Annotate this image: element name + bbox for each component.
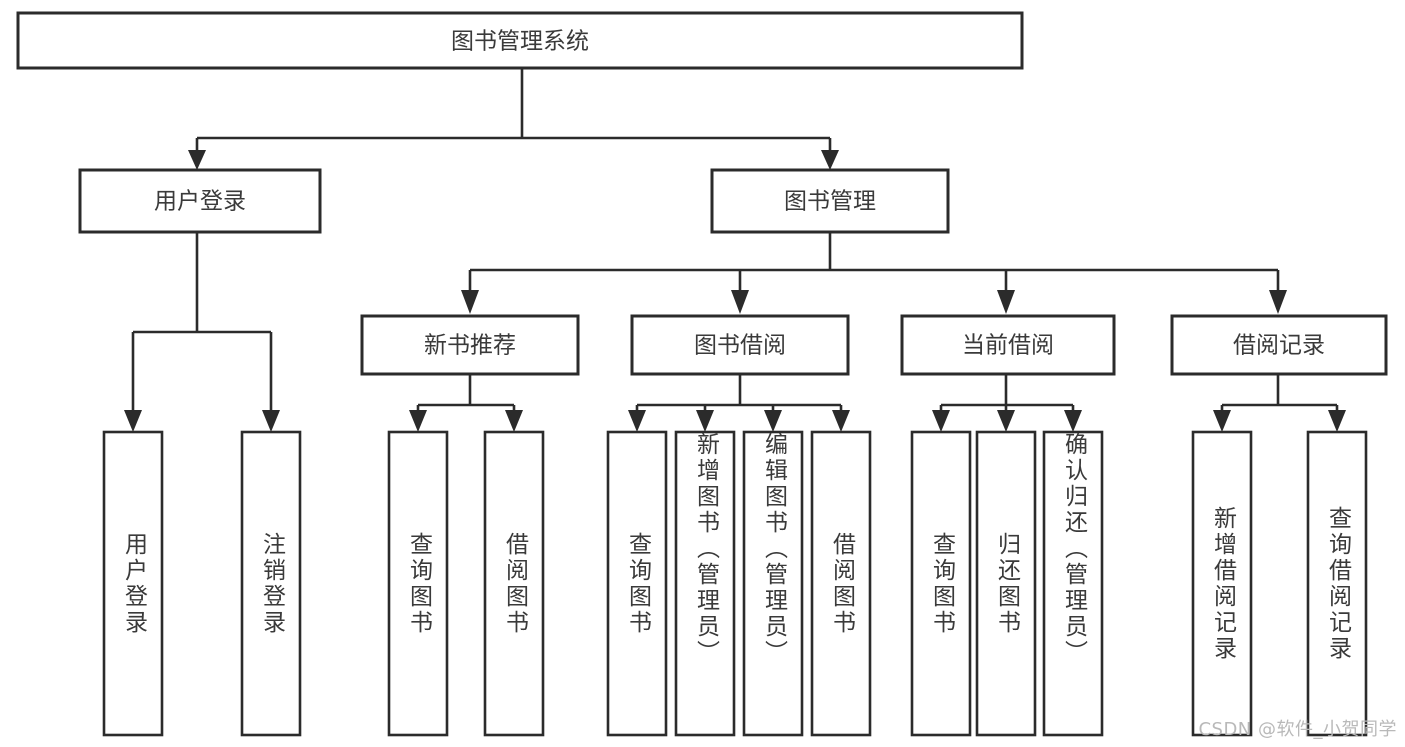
arrow-current-to-leaf-2 — [997, 410, 1015, 432]
arrow-user-login-to-leaf-2 — [262, 410, 280, 432]
leaf-box-borrow-3[interactable] — [742, 430, 804, 737]
connector-group-new-book — [409, 374, 523, 432]
connector-group-book-mgmt — [461, 232, 1287, 314]
leaf-box-borrow-4[interactable] — [810, 430, 872, 737]
leaf-boxes-records — [1191, 430, 1368, 737]
node-current-borrow-label: 当前借阅 — [962, 333, 1054, 359]
leaf-box-borrow-2[interactable] — [674, 430, 736, 737]
connector-group-borrow — [628, 374, 850, 432]
arrow-current-to-leaf-1 — [932, 410, 950, 432]
node-borrow-records-label: 借阅记录 — [1233, 333, 1325, 359]
leaf-boxes-borrow — [606, 430, 872, 737]
node-book-management-label: 图书管理 — [784, 189, 876, 215]
arrow-book-mgmt-to-current — [997, 290, 1015, 314]
node-borrow-records-box[interactable] — [1170, 314, 1388, 376]
arrow-borrow-to-leaf-3 — [764, 410, 782, 432]
connector-group-user-login — [124, 232, 280, 432]
leaf-box-current-1[interactable] — [910, 430, 972, 737]
arrow-user-login-to-leaf-1 — [124, 410, 142, 432]
node-book-management[interactable]: 图书管理 — [710, 168, 950, 234]
connector-group-records — [1213, 374, 1346, 432]
leaf-boxes-new-book — [387, 430, 545, 737]
leaf-box-user-login-1[interactable] — [102, 430, 164, 737]
node-new-book-recommend-box[interactable] — [360, 314, 580, 376]
leaf-box-new-book-1[interactable] — [387, 430, 449, 737]
leaf-box-current-2[interactable] — [975, 430, 1037, 737]
arrow-borrow-to-leaf-2 — [696, 410, 714, 432]
node-book-borrow-box[interactable] — [630, 314, 850, 376]
leaf-box-records-1[interactable] — [1191, 430, 1253, 737]
node-book-management-box[interactable] — [710, 168, 950, 234]
leaf-box-borrow-1[interactable] — [606, 430, 668, 737]
leaf-box-new-book-2[interactable] — [483, 430, 545, 737]
leaf-boxes-current — [910, 430, 1104, 737]
arrow-book-mgmt-to-new-book — [461, 290, 479, 314]
arrow-new-book-to-leaf-1 — [409, 410, 427, 432]
node-root-box[interactable] — [16, 11, 1024, 70]
arrow-root-to-book-mgmt — [821, 150, 839, 170]
csdn-watermark: CSDN @软件_小贺同学 — [1198, 719, 1397, 740]
arrow-book-mgmt-to-records — [1269, 290, 1287, 314]
leaf-box-current-3[interactable] — [1042, 430, 1104, 737]
arrow-borrow-to-leaf-4 — [832, 410, 850, 432]
node-current-borrow-box[interactable] — [900, 314, 1116, 376]
arrow-current-to-leaf-3 — [1064, 410, 1082, 432]
arrow-records-to-leaf-2 — [1328, 410, 1346, 432]
leaf-boxes-user-login — [102, 430, 302, 737]
leaf-box-user-login-2[interactable] — [240, 430, 302, 737]
node-borrow-records[interactable]: 借阅记录 — [1170, 314, 1388, 376]
leaf-box-records-2[interactable] — [1306, 430, 1368, 737]
node-user-login[interactable]: 用户登录 — [78, 168, 322, 234]
arrow-records-to-leaf-1 — [1213, 410, 1231, 432]
node-current-borrow[interactable]: 当前借阅 — [900, 314, 1116, 376]
arrow-book-mgmt-to-borrow — [731, 290, 749, 314]
arrow-new-book-to-leaf-2 — [505, 410, 523, 432]
node-user-login-label: 用户登录 — [154, 189, 246, 215]
arrow-borrow-to-leaf-1 — [628, 410, 646, 432]
node-user-login-box[interactable] — [78, 168, 322, 234]
arrow-root-to-user-login — [188, 150, 206, 170]
node-root-label: 图书管理系统 — [451, 29, 589, 55]
node-book-borrow[interactable]: 图书借阅 — [630, 314, 850, 376]
node-new-book-recommend-label: 新书推荐 — [424, 333, 516, 359]
node-new-book-recommend[interactable]: 新书推荐 — [360, 314, 580, 376]
connector-group-root — [188, 68, 839, 170]
node-root[interactable]: 图书管理系统 — [16, 11, 1024, 70]
node-book-borrow-label: 图书借阅 — [694, 333, 786, 359]
connector-group-current — [932, 374, 1082, 432]
